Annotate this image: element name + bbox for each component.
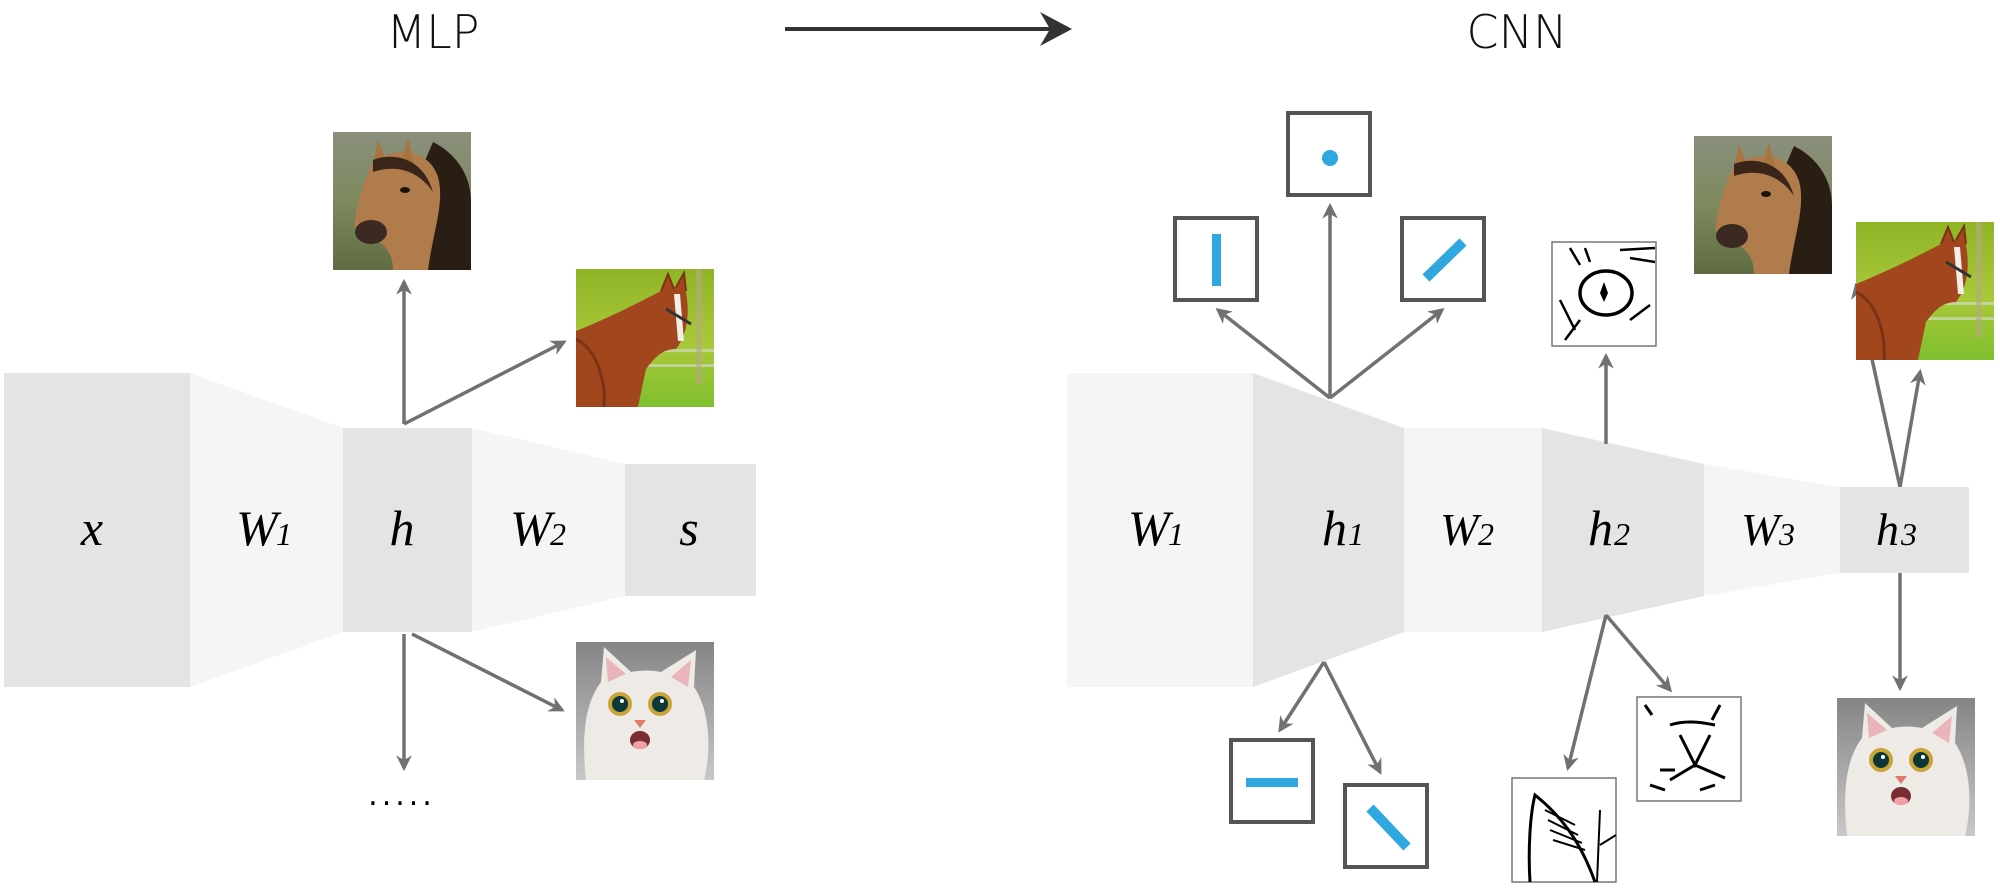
right-arrow-icon xyxy=(785,12,1072,46)
feature-cat-ear-sketch xyxy=(1511,777,1617,883)
svg-text:h: h xyxy=(1588,500,1613,556)
cnn-output-cat-face-image xyxy=(1837,698,1975,836)
cnn-h3-block: W 3 h 3 xyxy=(1704,464,1969,596)
svg-text:2: 2 xyxy=(550,516,566,552)
svg-text:3: 3 xyxy=(1778,516,1795,552)
cnn-layer-w2-label: W 2 xyxy=(1440,504,1494,555)
mlp-template-horse-head-image xyxy=(333,132,471,270)
svg-text:3: 3 xyxy=(1900,516,1917,552)
mlp-title: MLP xyxy=(386,5,479,59)
cnn-h2-arrows xyxy=(1563,352,1673,772)
cnn-h1-arrows xyxy=(1215,202,1445,775)
svg-text:1: 1 xyxy=(1348,516,1364,552)
cnn-layer-h2-shape xyxy=(1542,428,1704,632)
svg-text:1: 1 xyxy=(1168,516,1184,552)
mlp-more-templates-ellipsis: ..... xyxy=(368,778,436,813)
cnn-weight-w1-shape xyxy=(1067,373,1253,687)
mlp-layer-w2-label: W 2 xyxy=(510,500,566,556)
feature-cat-nose-sketch xyxy=(1636,696,1742,802)
mlp-layer-x-label: x xyxy=(80,500,103,556)
cnn-layer-h1-label: h 1 xyxy=(1322,500,1364,556)
svg-text:W: W xyxy=(510,500,556,556)
svg-text:2: 2 xyxy=(1478,516,1494,552)
svg-text:h: h xyxy=(1876,504,1899,555)
mlp-layer-w1-label: W 1 xyxy=(236,500,292,556)
mlp-arrows xyxy=(396,278,567,772)
mlp-template-cat-face-image xyxy=(576,642,714,780)
mlp-layers xyxy=(4,373,756,687)
feature-horizontal-edge-box xyxy=(1229,738,1315,824)
feature-vertical-edge-box xyxy=(1173,216,1259,302)
svg-text:W: W xyxy=(236,500,282,556)
mlp-template-horse-turning-image xyxy=(576,269,714,407)
svg-text:W: W xyxy=(1741,504,1783,555)
feature-dot-box xyxy=(1286,111,1372,197)
mlp-weight-w2-shape xyxy=(472,428,625,632)
cnn-layers xyxy=(1067,373,1704,687)
mlp-layer-x-shape xyxy=(4,373,190,687)
feature-diagonal-down-edge-box xyxy=(1343,783,1429,869)
feature-cat-eye-sketch xyxy=(1551,241,1657,347)
mlp-layer-s-label: s xyxy=(679,500,698,556)
svg-text:W: W xyxy=(1128,500,1174,556)
svg-text:h: h xyxy=(1322,500,1347,556)
mlp-layer-h-shape xyxy=(343,428,472,632)
svg-text:2: 2 xyxy=(1614,516,1630,552)
svg-text:1: 1 xyxy=(276,516,292,552)
cnn-output-horse-head-image xyxy=(1694,136,1832,274)
cnn-layer-h1-shape xyxy=(1253,373,1404,687)
svg-text:W: W xyxy=(1440,504,1482,555)
mlp-weight-w1-shape xyxy=(190,373,343,687)
mlp-layer-s-shape xyxy=(625,464,756,596)
cnn-layer-w1-label: W 1 xyxy=(1128,500,1184,556)
cnn-title: CNN xyxy=(1467,5,1568,59)
cnn-weight-w2-shape xyxy=(1404,428,1542,632)
cnn-layer-h2-label: h 2 xyxy=(1588,500,1630,556)
mlp-layer-h-label: h xyxy=(390,500,415,556)
cnn-output-horse-turning-image xyxy=(1856,222,1994,360)
feature-diagonal-up-edge-box xyxy=(1400,216,1486,302)
